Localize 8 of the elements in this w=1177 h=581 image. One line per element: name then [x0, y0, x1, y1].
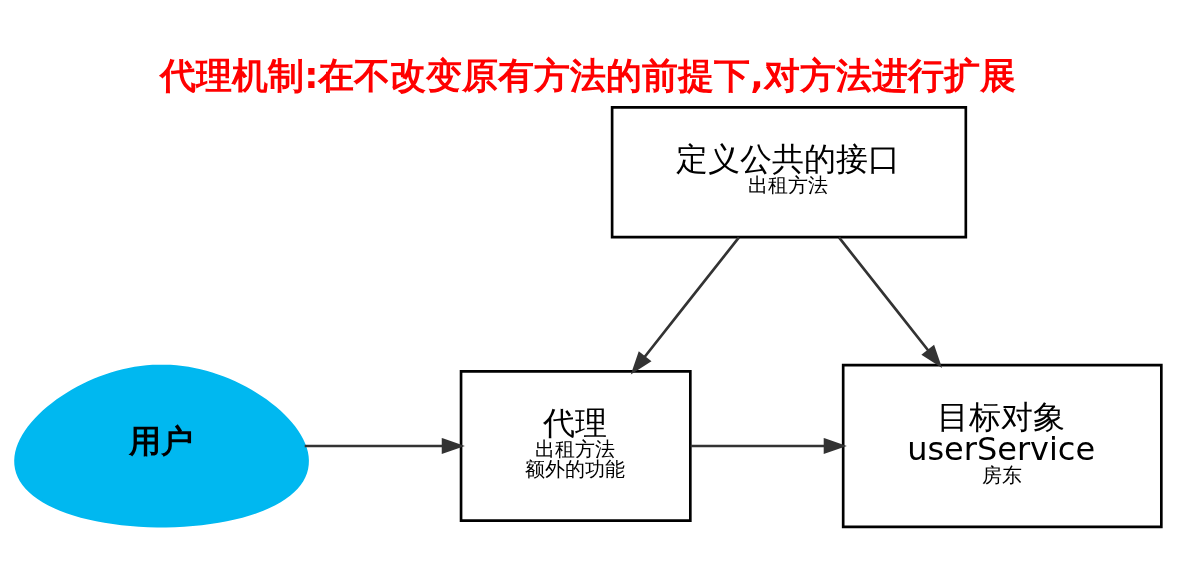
arrow: [837, 236, 943, 369]
node-box: 目标对象 userService 房东: [841, 363, 1163, 529]
node-box: 代理 出租方法 额外的功能: [459, 370, 692, 522]
arrow: [690, 437, 847, 455]
node-box: 定义公共的接口 出租方法: [610, 106, 968, 239]
arrow: [304, 437, 465, 455]
diagram-title: 代理机制:在不改变原有方法的前提下,对方法进行扩展: [160, 54, 1016, 96]
arrow: [630, 236, 740, 375]
